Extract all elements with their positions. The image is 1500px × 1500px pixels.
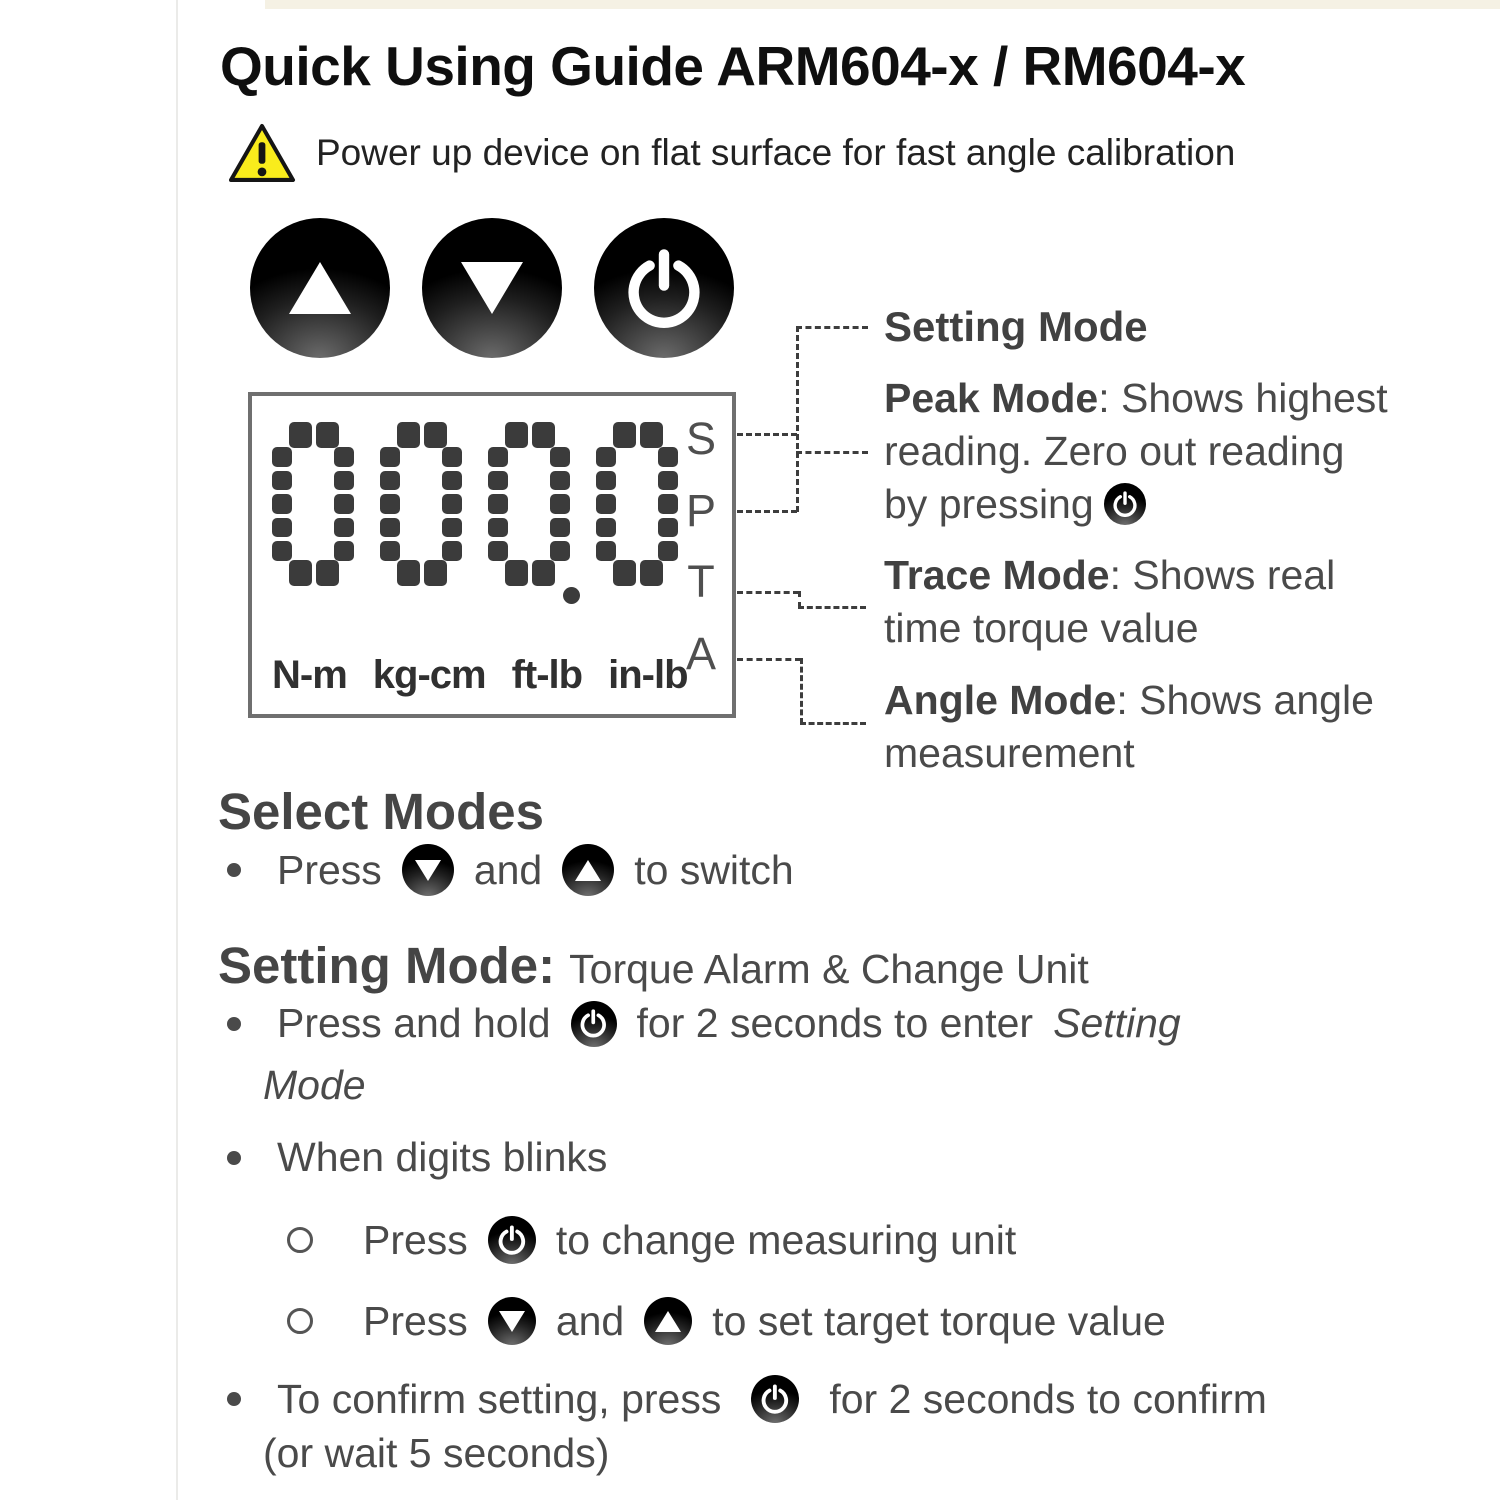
connector-trunk <box>796 326 799 512</box>
select-modes-bullet: Press and to switch <box>227 844 794 896</box>
circle-bullet-icon <box>287 1227 313 1253</box>
hold-text-italic: Setting <box>1053 1000 1181 1046</box>
lcd-digit <box>380 422 462 586</box>
sub1-text-post: to change measuring unit <box>555 1216 1017 1263</box>
up-button-icon <box>562 844 615 896</box>
trace-mode-annotation: Trace Mode: Shows real time torque value <box>884 549 1389 655</box>
up-button <box>250 218 390 358</box>
connector-t-vert <box>798 591 801 608</box>
down-arrow-icon <box>461 262 523 314</box>
mode-letters: S P T A <box>686 416 716 676</box>
blink-bullet: When digits blinks <box>227 1134 607 1181</box>
confirm-text-post: for 2 seconds to confirm <box>829 1375 1267 1422</box>
bullet-icon <box>227 1016 241 1031</box>
sub1-text-pre: Press <box>363 1216 468 1263</box>
decimal-point <box>563 587 580 604</box>
angle-mode-bold: Angle Mode <box>884 677 1117 723</box>
hold-bullet: Press and hold for 2 seconds to enter Se… <box>227 1000 1181 1047</box>
setting-mode-heading: Setting Mode: <box>218 937 556 994</box>
lcd-digit <box>488 422 570 586</box>
power-button <box>594 218 734 358</box>
lcd-digit <box>596 422 678 586</box>
blink-text: When digits blinks <box>277 1134 608 1180</box>
up-arrow-icon <box>289 262 351 314</box>
sub2-text-mid: and <box>555 1297 625 1344</box>
connector-setting-branch <box>796 326 868 329</box>
unit-inlb: in-lb <box>608 653 688 697</box>
confirm-bullet: To confirm setting, press for 2 seconds … <box>227 1375 1267 1423</box>
trace-mode-bold: Trace Mode <box>884 552 1110 598</box>
mode-letter-t: T <box>687 556 715 608</box>
change-unit-subbullet: Press to change measuring unit <box>287 1216 1016 1264</box>
mode-letter-p: P <box>685 484 716 536</box>
peak-mode-annotation: Peak Mode: Shows highest reading. Zero o… <box>884 372 1389 531</box>
device-buttons <box>250 218 734 358</box>
sub2-text-post: to set target torque value <box>712 1297 1166 1344</box>
connector-t1 <box>737 591 799 594</box>
bullet-text-mid: and <box>473 846 543 893</box>
setting-mode-subheading: Torque Alarm & Change Unit <box>569 946 1089 992</box>
power-icon <box>1103 483 1146 526</box>
unit-ftlb: ft-lb <box>511 653 584 697</box>
connector-a-vert <box>800 658 803 724</box>
lcd-digit <box>272 422 354 586</box>
page-title: Quick Using Guide ARM604-x / RM604-x <box>220 35 1246 97</box>
mode-letter-s: S <box>685 413 716 464</box>
mode-letter-a: A <box>685 627 716 679</box>
circle-bullet-icon <box>287 1308 313 1334</box>
unit-labels: N-m kg-cm ft-lb in-lb <box>272 653 689 698</box>
connector-s <box>737 433 797 436</box>
bullet-icon <box>227 1150 241 1165</box>
power-icon <box>751 1375 800 1423</box>
bullet-icon <box>227 1392 241 1406</box>
trace-mode-text: : Shows real time torque value <box>884 552 1336 651</box>
warning-note: Power up device on flat surface for fast… <box>228 122 1235 184</box>
down-button-icon <box>401 844 454 896</box>
setting-mode-heading-row: Setting Mode: Torque Alarm & Change Unit <box>218 936 1089 995</box>
confirm-text-line2: (or wait 5 seconds) <box>263 1430 610 1476</box>
warning-text: Power up device on flat surface for fast… <box>316 132 1236 173</box>
warning-triangle-icon <box>228 124 296 182</box>
angle-mode-annotation: Angle Mode: Shows angle measurement <box>884 674 1389 780</box>
page-edge-line <box>176 0 178 1500</box>
hold-text-line2: Mode <box>263 1062 366 1108</box>
peak-mode-text: : Shows highest reading. Zero out readin… <box>884 375 1388 527</box>
select-modes-heading: Select Modes <box>218 783 544 840</box>
connector-t2 <box>798 606 866 609</box>
bullet-text-post: to switch <box>634 846 794 893</box>
bullet-text-pre: Press <box>277 846 382 893</box>
connector-p <box>737 510 797 513</box>
angle-mode-text: : Shows angle measurement <box>884 677 1374 776</box>
set-torque-subbullet: Press and to set target torque value <box>287 1297 1166 1345</box>
connector-a1 <box>737 658 801 661</box>
lcd-digits <box>272 422 678 586</box>
down-button-icon <box>487 1297 536 1345</box>
page-top-band <box>265 0 1500 9</box>
unit-nm: N-m <box>272 653 348 697</box>
down-button <box>422 218 562 358</box>
connector-peak-branch <box>796 451 868 454</box>
power-icon <box>487 1216 536 1264</box>
setting-mode-label: Setting Mode <box>884 303 1148 350</box>
power-icon <box>624 248 704 328</box>
power-icon <box>570 1000 617 1047</box>
up-button-icon <box>644 1297 693 1345</box>
hold-text-pre: Press and hold <box>277 1000 551 1046</box>
peak-mode-bold: Peak Mode <box>884 375 1099 421</box>
hold-text-mid: for 2 seconds to enter <box>636 1000 1034 1046</box>
unit-kgcm: kg-cm <box>372 653 487 697</box>
connector-a2 <box>800 722 866 725</box>
confirm-text-pre: To confirm setting, press <box>277 1375 722 1422</box>
lcd-display: S P T A N-m kg-cm ft-lb in-lb <box>248 392 736 718</box>
sub2-text-pre: Press <box>363 1297 468 1344</box>
bullet-icon <box>227 863 241 877</box>
